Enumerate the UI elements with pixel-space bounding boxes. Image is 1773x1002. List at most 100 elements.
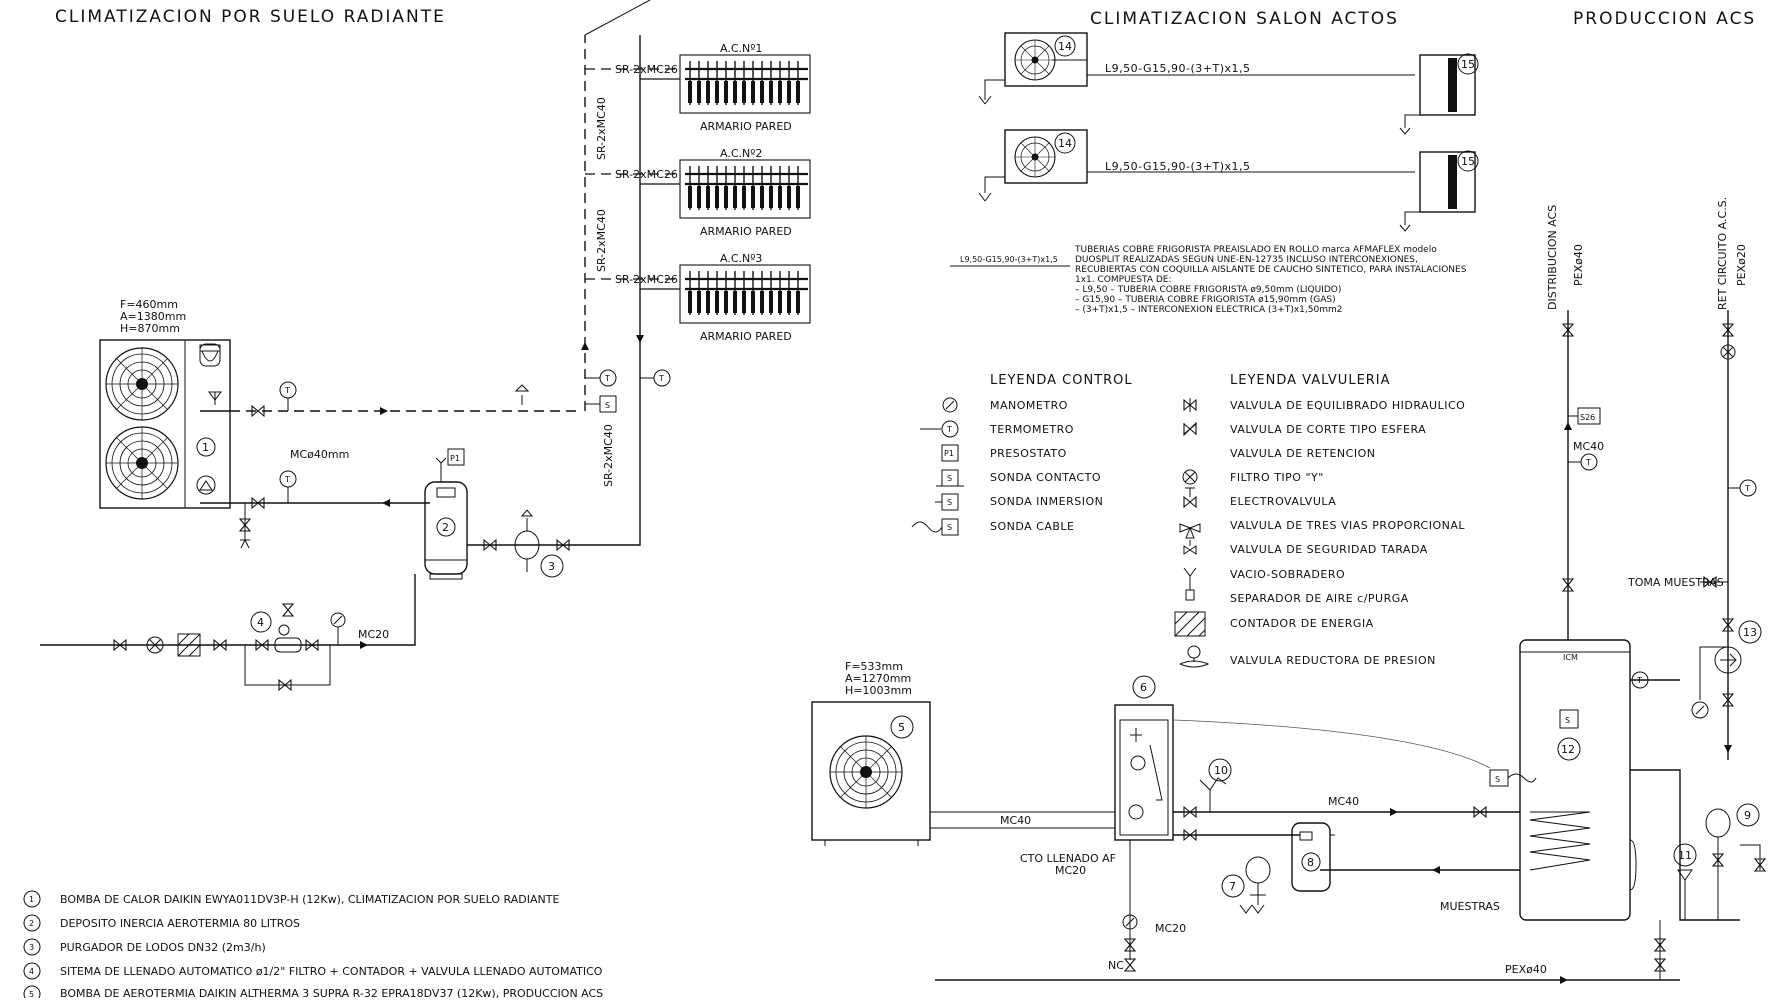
dhw-return-pipe: PEXø20 bbox=[1735, 244, 1748, 286]
manifold-caption: ARMARIO PARED bbox=[700, 120, 792, 133]
pipe-note: TUBERIAS COBRE FRIGORISTA PREAISLADO EN … bbox=[1074, 245, 1467, 315]
legend-control-symbols bbox=[911, 397, 964, 536]
tag-t-dist: T bbox=[1585, 458, 1591, 467]
legend-valve-item: SEPARADOR DE AIRE c/PURGA bbox=[1230, 592, 1409, 605]
legend-valve-item: ELECTROVALVULA bbox=[1230, 495, 1336, 508]
legend-control-item: SONDA CABLE bbox=[990, 520, 1075, 533]
tag-t-return: T bbox=[1744, 484, 1750, 493]
legend-valve-item: CONTADOR DE ENERGIA bbox=[1230, 617, 1374, 630]
tag-t-riser-1: T bbox=[604, 374, 610, 383]
samples-label: MUESTRAS bbox=[1440, 900, 1500, 913]
callout-1: 1 bbox=[202, 441, 209, 454]
manifold-pipe-label: SR-2xMC26 bbox=[615, 168, 678, 181]
legend-valve-item: VALVULA DE SEGURIDAD TARADA bbox=[1230, 543, 1428, 556]
bl-text-5: BOMBA DE AEROTERMIA DAIKIN ALTHERMA 3 SU… bbox=[60, 987, 603, 998]
tag-s-riser: S bbox=[605, 401, 610, 410]
legend-control-item: PRESOSTATO bbox=[990, 447, 1067, 460]
fill-pipe-label: MC20 bbox=[358, 628, 389, 641]
coil-lines bbox=[1173, 758, 1520, 874]
split-pipe-2: L9,50-G15,90-(3+T)x1,5 bbox=[1105, 160, 1251, 173]
legend-valve-item: VALVULA DE EQUILIBRADO HIDRAULICO bbox=[1230, 399, 1465, 412]
tag-t-2: T bbox=[284, 475, 290, 484]
tag-t-1: T bbox=[284, 386, 290, 395]
sym-s1: S bbox=[947, 474, 952, 483]
riser bbox=[514, 0, 671, 413]
bl-num-4: 4 bbox=[29, 967, 34, 976]
bl-num-2: 2 bbox=[29, 919, 34, 928]
dhw-return-label: RET CIRCUITO A.C.S. bbox=[1716, 197, 1729, 310]
manifold-title: A.C.Nº1 bbox=[720, 42, 762, 55]
bl-num-5: 5 bbox=[29, 990, 34, 998]
manifold-pipe-label: SR-2xMC26 bbox=[615, 273, 678, 286]
callout-10: 10 bbox=[1214, 764, 1228, 777]
sym-s2: S bbox=[947, 498, 952, 507]
bl-num-1: 1 bbox=[29, 895, 34, 904]
callout-3: 3 bbox=[548, 560, 555, 573]
legend-valve-symbols bbox=[1174, 398, 1210, 668]
expansion-vessel-9 bbox=[1654, 803, 1766, 980]
title-floor-heating: CLIMATIZACION POR SUELO RADIANTE bbox=[55, 7, 446, 27]
title-dhw: PRODUCCION ACS bbox=[1573, 9, 1756, 29]
manifold-caption: ARMARIO PARED bbox=[700, 225, 792, 238]
heat-pump-5 bbox=[811, 701, 931, 846]
heat-pump-1 bbox=[99, 339, 231, 509]
legend-control-item: SONDA CONTACTO bbox=[990, 471, 1101, 484]
pipe-note-line: TUBERIAS COBRE FRIGORISTA PREAISLADO EN … bbox=[1074, 245, 1437, 255]
manifold-caption: ARMARIO PARED bbox=[700, 330, 792, 343]
pipe-note-line: – (3+T)x1,5 – INTERCONEXION ELECTRICA (3… bbox=[1075, 305, 1342, 315]
sym-s3: S bbox=[947, 523, 952, 532]
manifold-title: A.C.Nº2 bbox=[720, 147, 762, 160]
callout-11: 11 bbox=[1678, 849, 1692, 862]
callout-7: 8 bbox=[1307, 856, 1314, 869]
legend-control-title: LEYENDA CONTROL bbox=[990, 373, 1133, 388]
buffer-tank-2 bbox=[424, 448, 468, 580]
legend-control-list: MANOMETRO TERMOMETRO PRESOSTATO SONDA CO… bbox=[989, 399, 1103, 533]
bl-text-1: BOMBA DE CALOR DAIKIN EWYA011DV3P-H (12K… bbox=[60, 893, 559, 906]
tag-s-cable: S bbox=[1495, 775, 1500, 784]
mc40-label-b: MC40 bbox=[1328, 795, 1359, 808]
legend-valve-item: VALVULA DE RETENCION bbox=[1230, 447, 1375, 460]
sym-p1: P1 bbox=[944, 449, 954, 458]
pipe-note-key: L9,50-G15,90-(3+T)x1,5 bbox=[960, 255, 1058, 264]
callout-5: 5 bbox=[898, 721, 905, 734]
callout-4: 4 bbox=[257, 616, 264, 629]
legend-control-item: TERMOMETRO bbox=[989, 423, 1074, 436]
legend-valve-item: VALVULA REDUCTORA DE PRESION bbox=[1230, 654, 1436, 667]
callout-9: 9 bbox=[1744, 809, 1751, 822]
bl-text-3: PURGADOR DE LODOS DN32 (2m3/h) bbox=[60, 941, 266, 954]
hp1-supply-line bbox=[200, 381, 580, 417]
dhw-dist-label: DISTRIBUCION ACS bbox=[1546, 205, 1559, 310]
bottom-legend bbox=[23, 890, 41, 1002]
dhw-return bbox=[1691, 310, 1762, 760]
sample-tap-label: TOMA MUESTRAS bbox=[1627, 576, 1724, 589]
split-pipe-1: L9,50-G15,90-(3+T)x1,5 bbox=[1105, 62, 1251, 75]
bl-text-2: DEPOSITO INERCIA AEROTERMIA 80 LITROS bbox=[60, 917, 300, 930]
legend-valve-item: VACIO-SOBRADERO bbox=[1230, 568, 1345, 581]
hp1-dim-a: A=1380mm bbox=[120, 310, 186, 323]
pipe-note-line: – L9,50 – TUBERIA COBRE FRIGORISTA ø9,50… bbox=[1075, 285, 1341, 295]
cto-fill-line bbox=[935, 840, 1680, 984]
hp5-dim-f: F=533mm bbox=[845, 660, 903, 673]
split-unit-1 bbox=[978, 32, 1479, 135]
callout-12: 12 bbox=[1561, 743, 1575, 756]
legend-control-item: MANOMETRO bbox=[990, 399, 1068, 412]
bl-text-4: SITEMA DE LLENADO AUTOMATICO ø1/2" FILTR… bbox=[60, 965, 603, 978]
manifold-pipe-label: SR-2xMC26 bbox=[615, 63, 678, 76]
tag-p1: P1 bbox=[450, 454, 460, 463]
legend-valve-item: VALVULA DE CORTE TIPO ESFERA bbox=[1230, 423, 1426, 436]
title-hall: CLIMATIZACION SALON ACTOS bbox=[1090, 9, 1399, 29]
buffer-to-riser-line bbox=[467, 310, 641, 578]
callout-15b: 15 bbox=[1461, 155, 1475, 168]
riser-label-3: SR-2xMC40 bbox=[602, 424, 615, 487]
dhw-mc40: MC40 bbox=[1573, 440, 1604, 453]
hp1-pipe-label: MCø40mm bbox=[290, 448, 349, 461]
callout-13: 13 bbox=[1743, 626, 1757, 639]
bl-num-3: 3 bbox=[29, 943, 34, 952]
riser-label-1: SR-2xMC40 bbox=[595, 97, 608, 160]
legend-valves-title: LEYENDA VALVULERIA bbox=[1230, 373, 1391, 388]
